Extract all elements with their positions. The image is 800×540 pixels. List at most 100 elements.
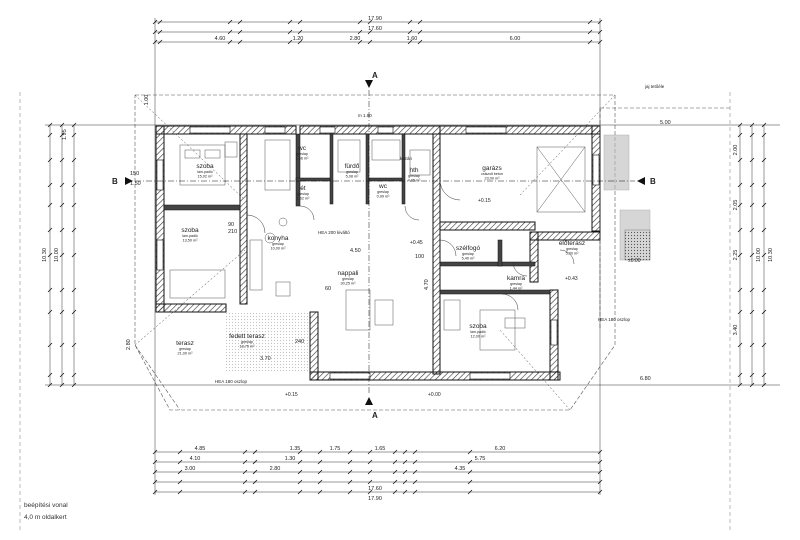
dim-tick [177,479,183,485]
dim-tick [761,309,767,315]
room-floor: greslap [342,277,354,281]
dim-misc: 100 [415,254,424,260]
level-mark: +0.15 [478,198,491,204]
room-name: szoba [469,323,487,330]
dim-tick [71,309,77,315]
dim-tick [761,287,767,293]
room-floor: greslap [272,242,284,246]
dim-tick [761,122,767,128]
dim-tick [152,39,158,45]
dim-tick [71,157,77,163]
dim-tick [749,382,755,388]
room-name: szélfogó [456,245,481,252]
dim-misc: 1.95 [62,129,68,140]
dim-tick [392,479,398,485]
dim-tick [407,39,413,45]
dim-tick [227,39,233,45]
dim-tick [297,449,303,455]
dim-top-inner: 17.60 [368,26,382,32]
dim-tick [347,479,353,485]
dim-tick [59,372,65,378]
dim-tick [47,122,53,128]
dim-top-seg: 2.80 [350,36,361,42]
dim-tick [157,39,163,45]
dim-tick [597,459,603,465]
dim-tick [737,202,743,208]
dim-tick [237,29,243,35]
dim-bottom-seg: 1.65 [375,446,386,452]
dim-bottom-seg: 2.80 [270,466,281,472]
dim-misc: 210 [228,229,237,235]
dim-tick [47,382,53,388]
dim-tick [761,252,767,258]
room-name: szoba [196,163,214,170]
dim-tick [392,469,398,475]
dim-tick [749,287,755,293]
dim-tick [587,39,593,45]
room-floor: greslap [408,174,420,178]
height-mark: m 1.90 [358,113,372,118]
dim-tick [737,309,743,315]
dim-tick [152,489,158,495]
dim-bottom-seg: 1.75 [330,446,341,452]
dim-misc: 1.00 [144,95,150,106]
room-area: 10,00 m² [271,247,287,251]
dim-tick [287,29,293,35]
dim-tick [749,252,755,258]
dim-tick [47,372,53,378]
dim-tick [761,372,767,378]
room-name: hth [409,167,418,174]
room-floor: csiszolt beton [481,172,503,176]
dim-tick [177,449,183,455]
room-floor: greslap [346,170,358,174]
dim-tick [252,479,258,485]
dim-tick [417,29,423,35]
dim-tick [402,469,408,475]
dim-tick [367,459,373,465]
dim-top-total: 17.90 [368,16,382,22]
dim-tick [737,342,743,348]
level-mark: +0.15 [285,392,298,398]
room-area: 12,00 m² [471,335,487,339]
dim-top-seg: 1.60 [407,36,418,42]
dim-tick [749,182,755,188]
boiler-label: kazán [400,156,413,161]
dim-tick [412,489,418,495]
dim-tick [297,489,303,495]
garage-apron [603,134,651,261]
dim-tick [59,252,65,258]
dim-tick [749,157,755,163]
dim-tick [297,29,303,35]
dimension-labels: 17.90 17.60 4.60 1.20 2.80 1.60 6.00 17.… [42,16,774,502]
level-mark: +0.45 [410,240,423,246]
dim-tick [297,479,303,485]
dim-tick [417,39,423,45]
dim-tick [367,489,373,495]
dim-tick [761,132,767,138]
dim-tick [71,382,77,388]
dim-tick [737,182,743,188]
dim-tick [597,19,603,25]
dim-tick [227,19,233,25]
dim-tick [71,182,77,188]
dim-tick [749,309,755,315]
dim-tick [587,29,593,35]
dim-tick [252,489,258,495]
dim-bottom-seg: 4.10 [190,456,201,462]
dim-tick [761,182,767,188]
dim-misc: 4.70 [424,279,430,290]
dim-tick [59,157,65,163]
dim-tick [152,459,158,465]
dim-misc: 240 [295,339,304,345]
room-floor: greslap [462,252,474,256]
